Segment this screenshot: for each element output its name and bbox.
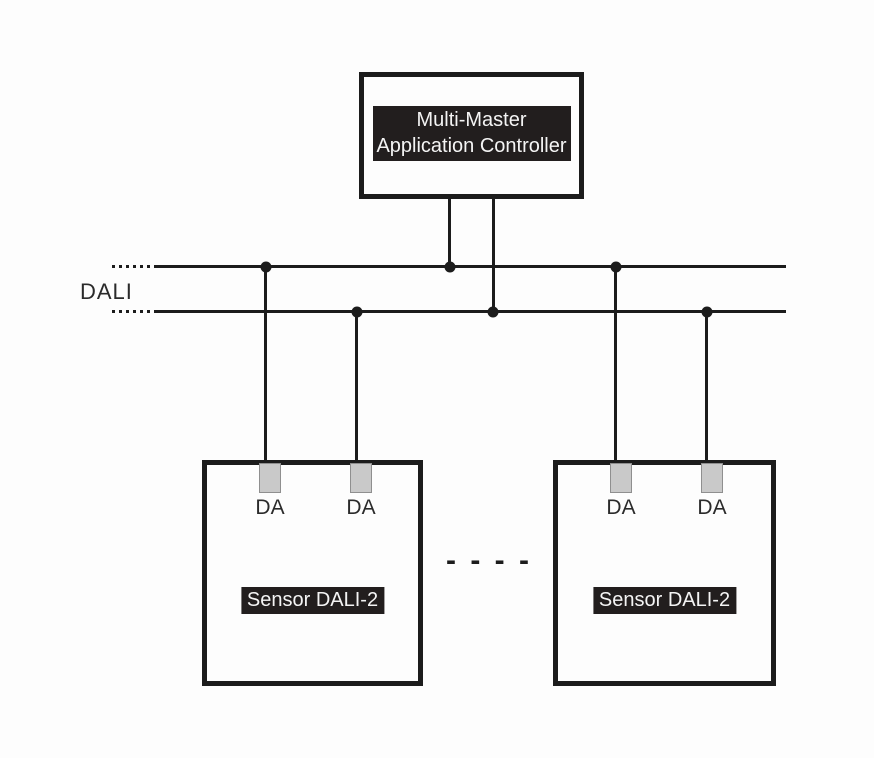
da-terminal-label: DA (697, 496, 727, 519)
junction-dot (444, 261, 456, 273)
da-terminal-label: DA (606, 496, 636, 519)
da-terminal (701, 463, 723, 493)
controller-label-line2: Application Controller (376, 135, 567, 157)
junction-dot (260, 261, 272, 273)
da-terminal (610, 463, 632, 493)
junction-dot (701, 306, 713, 318)
sensor-box-1: DA DA Sensor DALI-2 (202, 460, 423, 686)
controller-box: Multi-Master Application Controller (359, 72, 584, 199)
bus-line-top (155, 265, 786, 268)
da-terminal-label: DA (346, 496, 376, 519)
junction-dot (610, 261, 622, 273)
bus-line-bottom-dotted-end (112, 310, 156, 313)
sensor-label: Sensor DALI-2 (240, 587, 385, 614)
sensor1-drop-wire-2 (355, 312, 358, 466)
junction-dot (351, 306, 363, 318)
controller-drop-wire-2 (492, 198, 495, 313)
bus-line-bottom (155, 310, 786, 313)
sensor2-drop-wire-1 (614, 267, 617, 466)
controller-label: Multi-Master Application Controller (372, 106, 571, 161)
da-terminal-label: DA (255, 496, 285, 519)
controller-label-line1: Multi-Master (416, 109, 527, 131)
bus-line-top-dotted-end (112, 265, 156, 268)
sensor2-drop-wire-2 (705, 312, 708, 466)
da-terminal (259, 463, 281, 493)
sensor-label: Sensor DALI-2 (592, 587, 737, 614)
sensor-box-2: DA DA Sensor DALI-2 (553, 460, 776, 686)
sensor1-drop-wire-1 (264, 267, 267, 466)
sensors-ellipsis-separator: - - - - (446, 544, 532, 577)
controller-drop-wire-1 (448, 198, 451, 268)
da-terminal (350, 463, 372, 493)
junction-dot (487, 306, 499, 318)
bus-label: DALI (80, 279, 133, 304)
